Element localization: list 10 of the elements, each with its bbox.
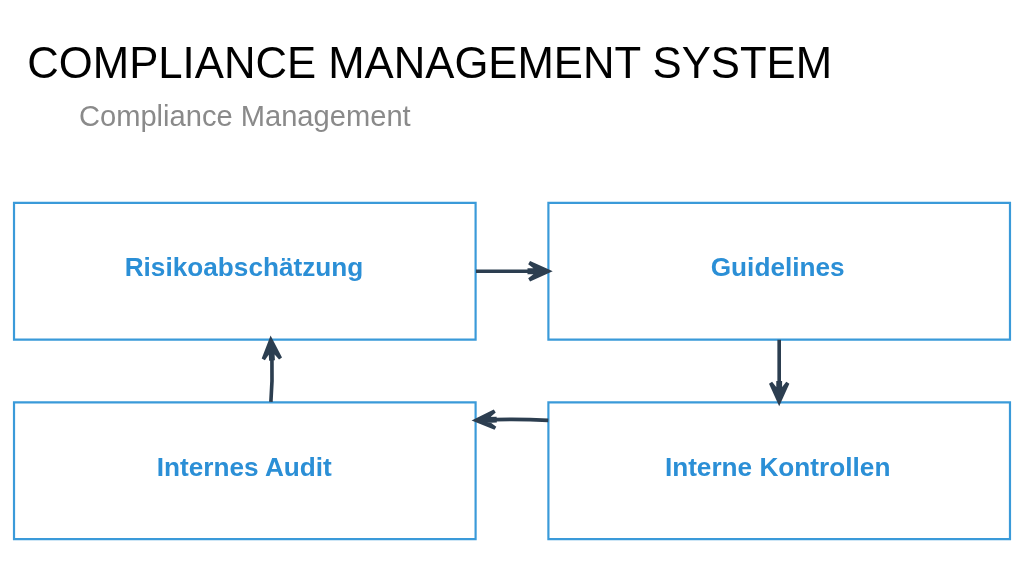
arrow [768, 339, 790, 404]
arrow [261, 338, 283, 402]
diagram-title: COMPLIANCE MANAGEMENT SYSTEM [27, 37, 833, 87]
label: Compliance Management [78, 99, 411, 132]
node-box: Interne Kontrollen [547, 401, 1012, 541]
node-box: Risikoabschätzung [12, 201, 477, 341]
arrow [474, 409, 549, 430]
arrow [476, 260, 551, 282]
node-box: Internes Audit [12, 401, 477, 541]
node-box: Guidelines [547, 201, 1012, 341]
